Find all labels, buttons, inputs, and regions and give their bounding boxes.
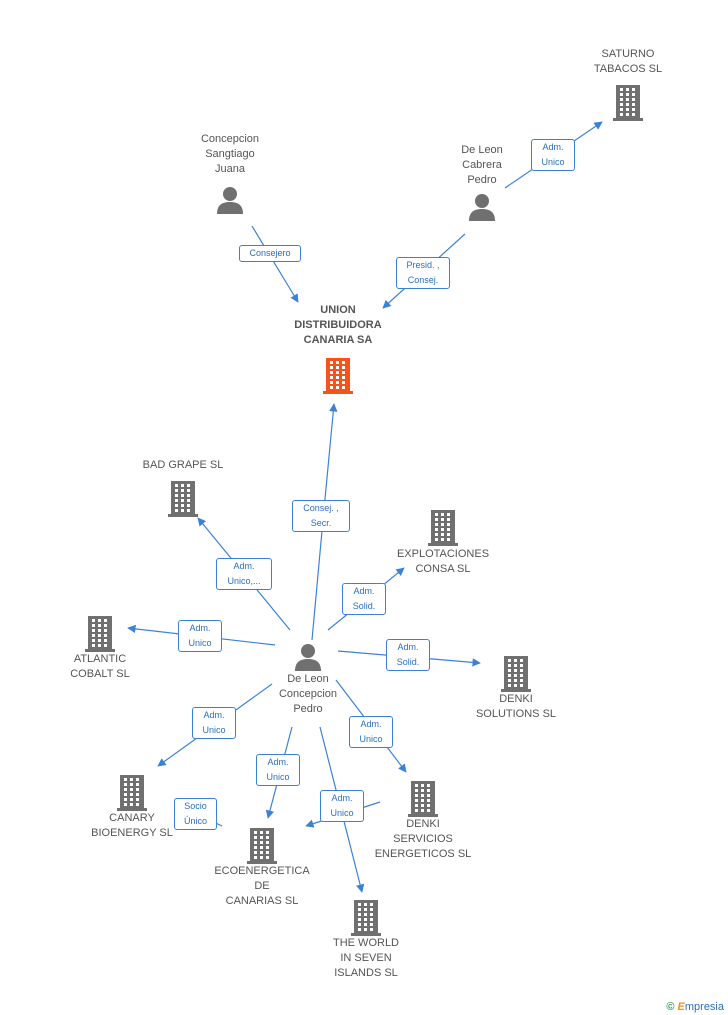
person-name: Concepcion Sangtiago Juana: [200, 133, 260, 175]
company-node-denki-solutions[interactable]: DENKI SOLUTIONS SL: [466, 654, 566, 722]
person-icon: [295, 644, 321, 671]
company-node-explotaciones[interactable]: EXPLOTACIONES CONSA SL: [388, 508, 498, 577]
building-icon: [501, 656, 531, 692]
person-node-concepcion[interactable]: De Leon Concepcion Pedro: [262, 642, 354, 717]
company-node-canary[interactable]: CANARY BIOENERGY SL: [82, 773, 182, 841]
edge-label-denki-servicios[interactable]: Adm. Unico: [349, 716, 393, 748]
edge-label-bad-grape[interactable]: Adm. Unico,...: [216, 558, 272, 590]
main-company-node[interactable]: UNION DISTRIBUIDORA CANARIA SA: [280, 303, 396, 394]
brand-name: mpresia: [684, 1001, 724, 1013]
building-icon: [323, 358, 353, 394]
building-icon: [428, 510, 458, 546]
building-icon: [613, 85, 643, 121]
company-node-saturno[interactable]: SATURNO TABACOS SL: [578, 47, 678, 121]
company-name: EXPLOTACIONES CONSA SL: [396, 548, 490, 575]
person-icon: [217, 187, 243, 214]
building-icon: [85, 616, 115, 652]
edge-label-atlantic[interactable]: Adm. Unico: [178, 620, 222, 652]
person-icon: [469, 194, 495, 221]
building-icon: [168, 481, 198, 517]
building-icon: [408, 781, 438, 817]
company-name: ATLANTIC COBALT SL: [70, 653, 130, 680]
company-name: DENKI SOLUTIONS SL: [475, 693, 557, 720]
edge-label-presid-consej[interactable]: Presid. , Consej.: [396, 257, 450, 289]
brand-logo: © Empresia: [666, 1001, 724, 1013]
edge-label-ecoenergetica[interactable]: Adm. Unico: [256, 754, 300, 786]
company-name: DENKI SERVICIOS ENERGETICOS SL: [374, 818, 472, 860]
copyright-symbol: ©: [666, 1001, 675, 1013]
company-name: BAD GRAPE SL: [142, 459, 224, 471]
company-name: ECOENERGETICA DE CANARIAS SL: [214, 865, 310, 907]
edge-label-denki-solutions[interactable]: Adm. Solid.: [386, 639, 430, 671]
edge-label-consejero[interactable]: Consejero: [239, 245, 301, 262]
company-name: SATURNO TABACOS SL: [593, 48, 663, 75]
person-node-sangtiago[interactable]: Concepcion Sangtiago Juana: [182, 132, 278, 215]
edge-label-consej-secr[interactable]: Consej. , Secr.: [292, 500, 350, 532]
edge-sangtiago-main: [251, 225, 299, 303]
edge-label-world[interactable]: Adm. Unico: [320, 790, 364, 822]
main-company-name: UNION DISTRIBUIDORA CANARIA SA: [294, 304, 382, 346]
brand-initial: E: [677, 1001, 685, 1013]
company-node-world[interactable]: THE WORLD IN SEVEN ISLANDS SL: [318, 898, 414, 981]
company-node-denki-servicios[interactable]: DENKI SERVICIOS ENERGETICOS SL: [368, 779, 478, 862]
person-name: De Leon Concepcion Pedro: [278, 673, 338, 715]
person-node-cabrera[interactable]: De Leon Cabrera Pedro: [440, 143, 524, 222]
company-node-ecoenergetica[interactable]: ECOENERGETICA DE CANARIAS SL: [208, 826, 316, 909]
edge-label-explotaciones[interactable]: Adm. Solid.: [342, 583, 386, 615]
building-icon: [351, 900, 381, 936]
company-name: CANARY BIOENERGY SL: [91, 812, 173, 839]
person-name: De Leon Cabrera Pedro: [461, 144, 503, 186]
company-name: THE WORLD IN SEVEN ISLANDS SL: [333, 937, 399, 979]
building-icon: [117, 775, 147, 811]
edge-label-socio-unico[interactable]: Socio Único: [174, 798, 217, 830]
edge-label-saturno[interactable]: Adm. Unico: [531, 139, 575, 171]
company-node-bad-grape[interactable]: BAD GRAPE SL: [130, 458, 236, 517]
edge-label-canary[interactable]: Adm. Unico: [192, 707, 236, 739]
company-node-atlantic[interactable]: ATLANTIC COBALT SL: [52, 614, 148, 682]
building-icon: [247, 828, 277, 864]
